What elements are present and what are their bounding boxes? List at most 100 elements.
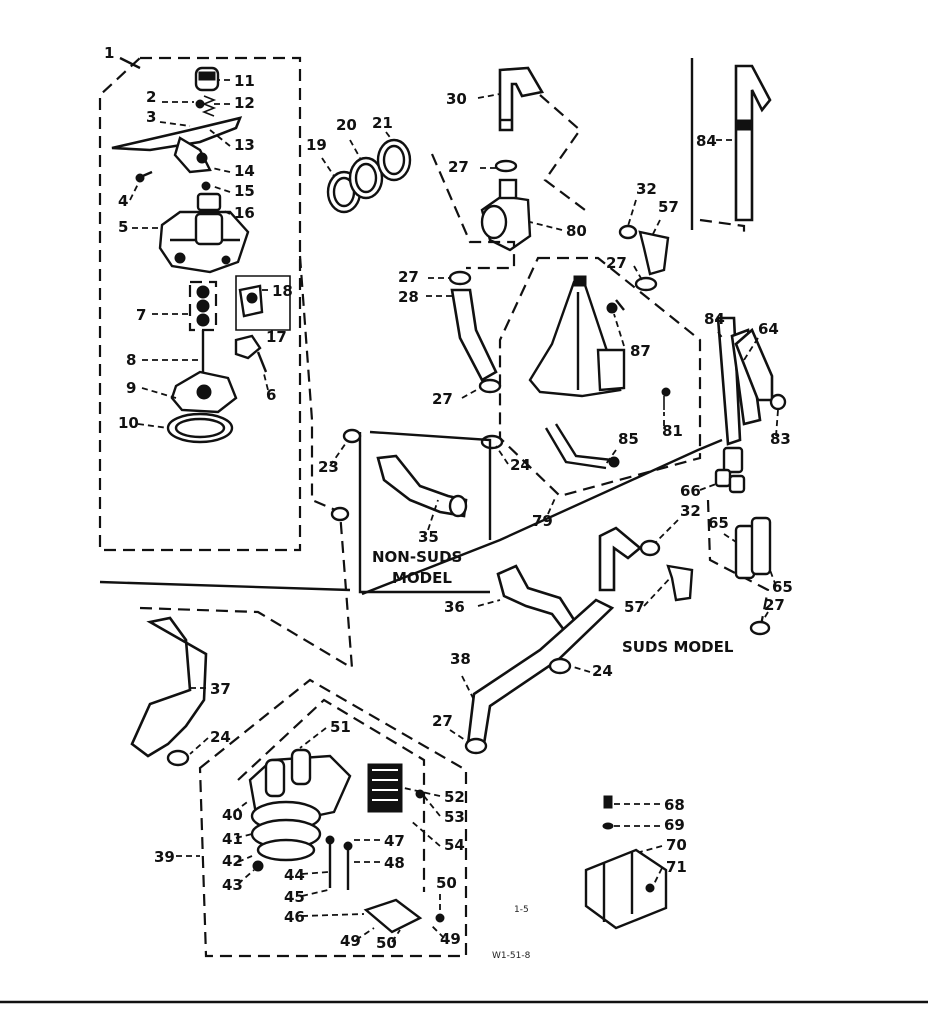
callout-32-leader bbox=[655, 519, 679, 543]
callout-65-leader bbox=[723, 533, 737, 543]
callout-69-label: 69 bbox=[664, 816, 685, 834]
callout-21-label: 21 bbox=[372, 114, 393, 132]
callout-11-label: 11 bbox=[234, 72, 255, 90]
callout-9-leader bbox=[141, 387, 177, 399]
callout-45-label: 45 bbox=[284, 888, 305, 906]
callout-24-leader bbox=[495, 445, 509, 465]
bracket-group bbox=[584, 795, 668, 930]
callout-50-label: 50 bbox=[436, 874, 457, 892]
callout-24-leader bbox=[189, 737, 209, 755]
callout-44-label: 44 bbox=[284, 866, 305, 884]
callout-84-leader bbox=[717, 331, 725, 341]
callout-84-label: 84 bbox=[696, 132, 717, 150]
callout-35-leader bbox=[427, 499, 439, 531]
callout-27-label: 27 bbox=[606, 254, 627, 272]
callout-27-label: 27 bbox=[432, 390, 453, 408]
callout-64-leader bbox=[743, 337, 759, 361]
callout-3-leader bbox=[159, 121, 191, 127]
callout-66-leader bbox=[699, 483, 717, 491]
callout-4-leader bbox=[129, 179, 141, 201]
callout-85-label: 85 bbox=[618, 430, 639, 448]
callout-23-leader bbox=[329, 439, 349, 467]
callout-83-leader bbox=[775, 409, 779, 437]
callout-53-leader bbox=[423, 795, 441, 817]
callout-57-leader bbox=[643, 575, 673, 607]
callout-39-label: 39 bbox=[154, 848, 175, 866]
callout-19-label: 19 bbox=[306, 136, 327, 154]
callout-24-leader bbox=[569, 665, 591, 673]
callout-17-label: 17 bbox=[266, 328, 287, 346]
callout-50-label: 50 bbox=[376, 934, 397, 952]
callout-65-label: 65 bbox=[708, 514, 729, 532]
callout-8-label: 8 bbox=[126, 351, 136, 369]
callout-84-label: 84 bbox=[704, 310, 725, 328]
callout-64-label: 64 bbox=[758, 320, 779, 338]
callout-70-label: 70 bbox=[666, 836, 687, 854]
callout-57-label: 57 bbox=[624, 598, 645, 616]
callout-37-label: 37 bbox=[210, 680, 231, 698]
callout-51-leader bbox=[299, 727, 327, 749]
callout-27-leader bbox=[761, 611, 769, 623]
callout-46-label: 46 bbox=[284, 908, 305, 926]
callout-80-leader bbox=[529, 221, 563, 231]
callout-35-label: 35 bbox=[418, 528, 439, 546]
callout-5-label: 5 bbox=[118, 218, 128, 236]
callout-83-label: 83 bbox=[770, 430, 791, 448]
callout-20-label: 20 bbox=[336, 116, 357, 134]
callout-44-leader bbox=[301, 871, 329, 875]
suds-hose-group bbox=[690, 58, 787, 636]
callout-38-label: 38 bbox=[450, 650, 471, 668]
callout-15-leader bbox=[211, 185, 231, 193]
callout-79-leader bbox=[547, 495, 557, 515]
callout-57-label: 57 bbox=[658, 198, 679, 216]
callout-51-label: 51 bbox=[330, 718, 351, 736]
callout-42-label: 42 bbox=[222, 852, 243, 870]
callout-52-leader bbox=[403, 787, 441, 797]
callout-10-leader bbox=[137, 423, 169, 429]
callout-57-leader bbox=[651, 219, 661, 237]
callout-28-label: 28 bbox=[398, 288, 419, 306]
callout-68-label: 68 bbox=[664, 796, 685, 814]
callout-52-label: 52 bbox=[444, 788, 465, 806]
callout-40-label: 40 bbox=[222, 806, 243, 824]
callout-42-leader bbox=[237, 855, 253, 863]
callout-21-leader bbox=[385, 131, 393, 141]
callout-49-leader bbox=[355, 927, 375, 941]
pump-assembly-group bbox=[98, 56, 302, 552]
callout-27-label: 27 bbox=[432, 712, 453, 730]
callout-20-leader bbox=[349, 139, 361, 159]
non-suds-label-line2: MODEL bbox=[392, 569, 452, 587]
callout-13-label: 13 bbox=[234, 136, 255, 154]
callout-23-label: 23 bbox=[318, 458, 339, 476]
callout-53-label: 53 bbox=[444, 808, 465, 826]
callout-30-leader bbox=[477, 93, 501, 99]
hose-37 bbox=[130, 606, 353, 767]
callout-27-label: 27 bbox=[398, 268, 419, 286]
callout-14-leader bbox=[211, 167, 231, 173]
callout-40-leader bbox=[233, 799, 251, 813]
callout-18-label: 18 bbox=[272, 282, 293, 300]
callout-71-leader bbox=[653, 867, 663, 885]
callout-27-leader bbox=[461, 387, 481, 399]
callout-30-label: 30 bbox=[446, 90, 467, 108]
callout-80-label: 80 bbox=[566, 222, 587, 240]
callout-36-label: 36 bbox=[444, 598, 465, 616]
callout-6-leader bbox=[263, 373, 269, 391]
callout-41-leader bbox=[235, 833, 253, 839]
callout-36-leader bbox=[477, 599, 501, 607]
callout-13-leader bbox=[209, 129, 231, 147]
drawing-code: W1-51-8 bbox=[492, 951, 531, 961]
callout-2-label: 2 bbox=[146, 88, 156, 106]
callout-49-leader bbox=[431, 925, 445, 939]
callout-81-label: 81 bbox=[662, 422, 683, 440]
cabinet-lines bbox=[99, 255, 723, 669]
callout-41-label: 41 bbox=[222, 830, 243, 848]
callout-32-leader bbox=[627, 199, 637, 227]
drawing-mark: 1-5 bbox=[514, 905, 529, 915]
callout-32-label: 32 bbox=[680, 502, 701, 520]
callout-6-label: 6 bbox=[266, 386, 276, 404]
motor-pump-group bbox=[198, 678, 468, 958]
callout-10-label: 10 bbox=[118, 414, 139, 432]
non-suds-hose bbox=[330, 428, 468, 522]
callout-48-label: 48 bbox=[384, 854, 405, 872]
